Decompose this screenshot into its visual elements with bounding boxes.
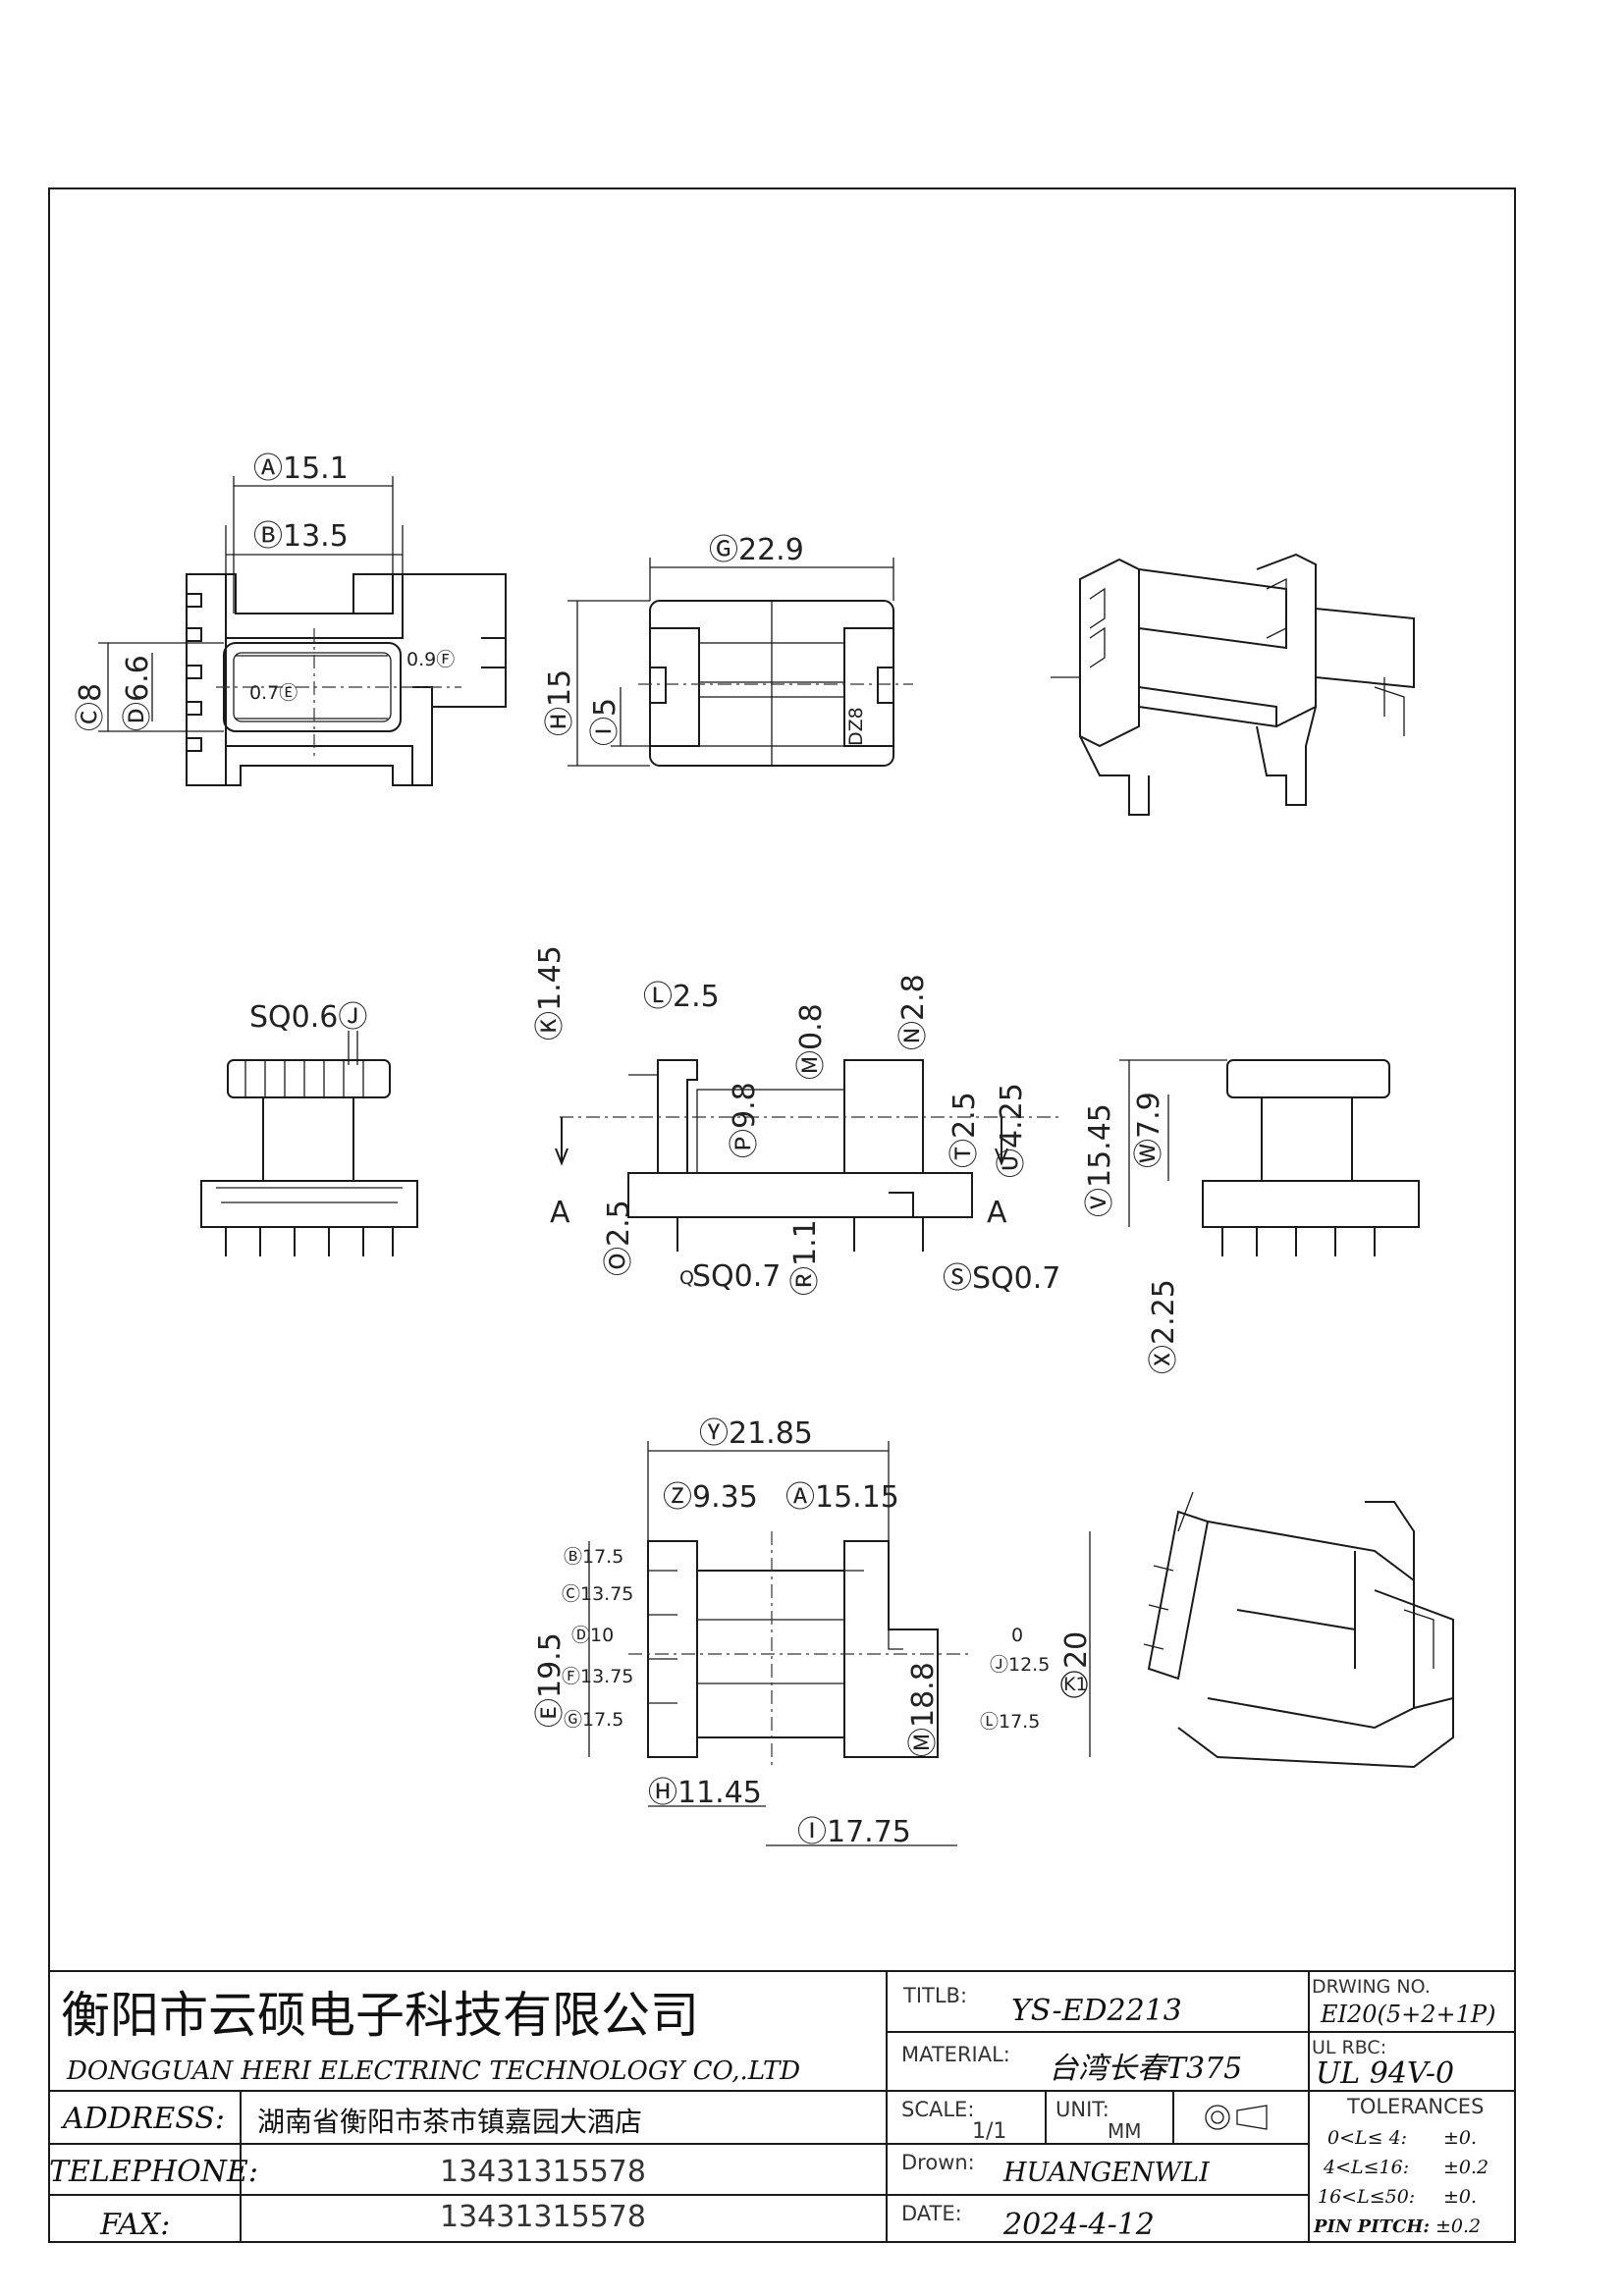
- tol-1: 0<L≤ 4:: [1327, 2127, 1407, 2149]
- dim-x: Ⓧ2.25: [1147, 1279, 1181, 1374]
- dim-zero: 0: [1011, 1625, 1023, 1646]
- dim-k1-tag: K1: [1063, 1674, 1088, 1695]
- dim-k: Ⓚ1.45: [533, 945, 568, 1041]
- dim-g: Ⓖ22.9: [709, 533, 804, 567]
- drawing-no-label: DRWING NO.: [1312, 1976, 1431, 1998]
- dim-b1: Ⓑ17.5: [564, 1546, 623, 1568]
- dim-e1: Ⓔ19.5: [533, 1632, 568, 1728]
- dim-j: SQ0.6Ⓙ: [249, 1000, 367, 1035]
- fax-label: FAX:: [99, 2208, 170, 2242]
- date-label: DATE:: [901, 2202, 962, 2225]
- section-a-right: A: [987, 1196, 1007, 1230]
- part-marking: DZ8: [845, 707, 867, 746]
- telephone-label: TELEPHONE:: [49, 2155, 258, 2189]
- dim-i1: Ⓘ17.75: [797, 1815, 911, 1849]
- top-isometric-view: [1051, 553, 1415, 816]
- sheet-border: [48, 187, 1516, 2243]
- dim-d1: Ⓓ10: [571, 1625, 614, 1646]
- dim-m: Ⓜ0.8: [794, 1003, 829, 1080]
- unit-label: UNIT:: [1055, 2098, 1109, 2121]
- dim-b: Ⓑ13.5: [253, 519, 349, 554]
- dim-g1: Ⓖ17.5: [564, 1709, 623, 1731]
- dim-f1: Ⓕ13.75: [562, 1666, 633, 1687]
- dim-f: 0.9Ⓕ: [406, 649, 455, 670]
- dim-v: Ⓥ15.45: [1083, 1103, 1117, 1217]
- dim-c: Ⓒ8: [74, 683, 108, 731]
- middle-left-view: SQ0.6Ⓙ: [200, 1000, 418, 1256]
- material-label: MATERIAL:: [901, 2043, 1010, 2066]
- tol-3: 16<L≤50:: [1318, 2186, 1415, 2208]
- company-name-cn: 衡阳市云硕电子科技有限公司: [61, 1987, 699, 2044]
- title-block: 衡阳市云硕电子科技有限公司 DONGGUAN HERI ELECTRINC TE…: [49, 1970, 1515, 2242]
- date-value: 2024-4-12: [1002, 2208, 1155, 2242]
- dim-s: ⓈSQ0.7: [943, 1261, 1060, 1296]
- bottom-isometric-view: [1143, 1491, 1454, 1769]
- dim-t: Ⓣ2.5: [947, 1092, 982, 1168]
- dim-u: Ⓤ4.25: [995, 1083, 1029, 1178]
- dim-p: Ⓟ9.8: [728, 1082, 762, 1158]
- address-value: 湖南省衡阳市茶市镇嘉园大酒店: [257, 2106, 642, 2138]
- dim-h: Ⓗ15: [543, 669, 577, 736]
- material-value: 台湾长春T375: [1049, 2052, 1242, 2086]
- dim-k1-value: 20: [1059, 1631, 1094, 1669]
- dim-r: Ⓡ1.1: [788, 1219, 823, 1296]
- dim-l: Ⓛ2.5: [643, 980, 720, 1014]
- dim-c1: Ⓒ13.75: [562, 1583, 633, 1605]
- dim-n: Ⓝ2.8: [896, 974, 931, 1050]
- telephone-value: 13431315578: [440, 2155, 646, 2189]
- tol-3-value: ±0.: [1443, 2186, 1477, 2208]
- dim-o: Ⓞ2.5: [602, 1200, 636, 1276]
- tol-2-value: ±0.2: [1443, 2157, 1488, 2178]
- section-a-left: A: [550, 1196, 570, 1230]
- ul-value: UL 94V-0: [1316, 2056, 1454, 2091]
- address-label: ADDRESS:: [60, 2102, 225, 2136]
- company-name-en: DONGGUAN HERI ELECTRINC TECHNOLOGY CO,.L…: [66, 2056, 800, 2086]
- dim-m1: Ⓜ18.8: [906, 1662, 941, 1757]
- title-label: TITLB:: [902, 1984, 967, 2007]
- scale-value: 1/1: [972, 2119, 1006, 2144]
- drawing-no-value: EI20(5+2+1P): [1320, 2001, 1495, 2028]
- dim-q-mark: Q: [679, 1267, 694, 1289]
- tol-4-value: ±0.2: [1435, 2216, 1481, 2237]
- drawn-label: Drown:: [901, 2151, 975, 2174]
- bottom-plan-view: Ⓨ21.85 Ⓩ9.35 Ⓐ15.15 Ⓑ17.5 Ⓒ13.75 Ⓓ10 Ⓔ19…: [533, 1416, 1094, 1849]
- dim-h1: Ⓗ11.45: [648, 1776, 762, 1810]
- top-end-view: Ⓐ15.1 Ⓑ13.5 Ⓒ8 Ⓓ6.6 0.7Ⓔ 0.9Ⓕ: [74, 452, 507, 786]
- dim-a1: Ⓐ15.15: [785, 1480, 899, 1515]
- dim-l1: Ⓛ17.5: [980, 1711, 1040, 1733]
- tol-1-value: ±0.: [1443, 2127, 1477, 2149]
- dim-y: Ⓨ21.85: [699, 1416, 813, 1451]
- drawn-value: HUANGENWLI: [1002, 2158, 1211, 2188]
- middle-right-view: Ⓥ15.45 Ⓦ7.9 Ⓧ2.25: [1083, 1059, 1420, 1374]
- ul-label: UL RBC:: [1312, 2037, 1386, 2058]
- dim-w: Ⓦ7.9: [1132, 1092, 1166, 1168]
- top-plan-view: DZ8 Ⓖ22.9 Ⓗ15 Ⓘ5: [543, 533, 913, 767]
- scale-label: SCALE:: [901, 2098, 974, 2121]
- dim-j1: Ⓙ12.5: [990, 1654, 1050, 1676]
- dim-a: Ⓐ15.1: [253, 452, 349, 486]
- dim-q: SQ0.7: [692, 1259, 781, 1294]
- tol-2: 4<L≤16:: [1323, 2157, 1409, 2178]
- fax-value: 13431315578: [440, 2200, 646, 2234]
- title-value: YS-ED2213: [1011, 1994, 1182, 2028]
- dim-d: Ⓓ6.6: [121, 655, 155, 731]
- unit-value: MM: [1108, 2119, 1142, 2143]
- dim-z: Ⓩ9.35: [663, 1480, 758, 1515]
- tol-4: PIN PITCH:: [1313, 2216, 1430, 2237]
- tolerances-label: TOLERANCES: [1346, 2095, 1484, 2118]
- middle-center-view: A A Ⓚ1.45 Ⓛ2.5 Ⓜ0.8 Ⓝ2.8 Ⓞ2.5 Ⓟ9.8 SQ0.7…: [533, 945, 1060, 1296]
- dim-i: Ⓘ5: [588, 698, 622, 746]
- dim-e: 0.7Ⓔ: [249, 682, 298, 704]
